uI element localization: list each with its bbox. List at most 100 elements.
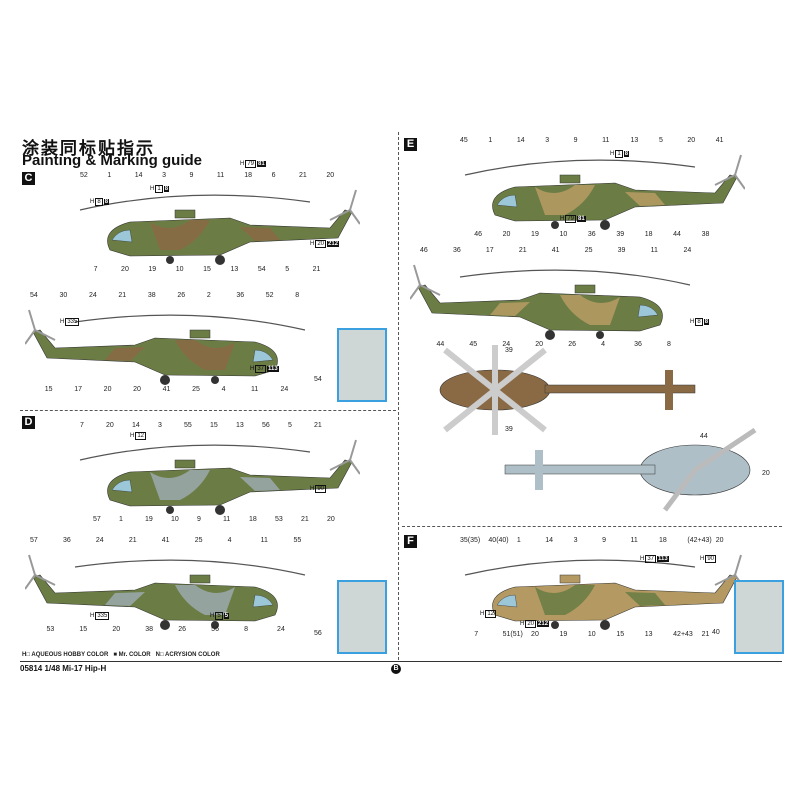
part-callout: 54 bbox=[257, 266, 266, 273]
detail-inset-d bbox=[337, 580, 387, 654]
part-callout: 57 bbox=[30, 537, 38, 544]
part-callout: 17 bbox=[485, 247, 494, 254]
part-callout: 20 bbox=[531, 631, 539, 638]
part-callout: 21 bbox=[118, 292, 127, 299]
part-callout: 3 bbox=[158, 422, 162, 429]
part-callout: 39 bbox=[617, 247, 626, 254]
part-callout: 20 bbox=[106, 422, 114, 429]
helicopter-c-left-side bbox=[70, 180, 361, 275]
part-callout: 3 bbox=[573, 537, 578, 544]
part-callout: 20 bbox=[762, 470, 770, 477]
part-callout: 42+43 bbox=[673, 631, 693, 638]
helicopter-e-right-side bbox=[409, 255, 700, 350]
part-callout: 44 bbox=[673, 231, 681, 238]
detail-inset-c bbox=[337, 328, 387, 402]
part-callout: 55 bbox=[293, 537, 302, 544]
part-callout: 39 bbox=[616, 231, 625, 238]
part-callout: 4 bbox=[227, 537, 232, 544]
footer-model-code: 05814 1/48 Mi-17 Hip-H bbox=[20, 664, 107, 673]
part-callout: 10 bbox=[171, 516, 179, 523]
part-callout: 11 bbox=[650, 247, 658, 254]
part-callout: 24 bbox=[95, 537, 104, 544]
part-callout: 20 bbox=[103, 386, 112, 393]
part-callout: (42+43) bbox=[687, 537, 712, 544]
part-callout: 13 bbox=[236, 422, 244, 429]
part-callout: 20 bbox=[326, 172, 335, 179]
detail-inset-f bbox=[734, 580, 784, 654]
footer-rule bbox=[20, 661, 782, 662]
helicopter-e-top-view bbox=[425, 345, 725, 440]
helicopter-d-right-side bbox=[24, 545, 315, 640]
part-callout: 7 bbox=[80, 422, 84, 429]
part-callout: 1 bbox=[516, 537, 521, 544]
part-callout: 11 bbox=[251, 386, 259, 393]
part-callout: 38 bbox=[145, 626, 154, 633]
part-callout: 11 bbox=[630, 537, 638, 544]
part-callout: 52 bbox=[265, 292, 274, 299]
part-callout: 18 bbox=[658, 537, 667, 544]
part-callout: 7 bbox=[474, 631, 479, 638]
part-callout: 56 bbox=[262, 422, 270, 429]
part-callout: 11 bbox=[216, 172, 225, 179]
title-chinese: 涂装同标贴指示 bbox=[22, 139, 155, 158]
part-callout: 20 bbox=[121, 266, 129, 273]
part-callout: 15 bbox=[44, 386, 53, 393]
part-callout: 14 bbox=[134, 172, 143, 179]
part-callout: 19 bbox=[531, 231, 539, 238]
part-callout: 15 bbox=[616, 631, 625, 638]
part-callout: 18 bbox=[249, 516, 257, 523]
part-callout: 9 bbox=[197, 516, 201, 523]
part-callout: 1 bbox=[119, 516, 123, 523]
part-callout: 24 bbox=[280, 386, 289, 393]
part-callout: 38 bbox=[701, 231, 710, 238]
part-callout: 20 bbox=[112, 626, 121, 633]
part-callout: 24 bbox=[88, 292, 97, 299]
part-callout: 9 bbox=[602, 537, 606, 544]
section-divider-left bbox=[20, 410, 396, 411]
part-callout: 45 bbox=[469, 341, 478, 348]
part-callout: 21 bbox=[128, 537, 137, 544]
part-callout: 53 bbox=[275, 516, 283, 523]
part-callout: 15 bbox=[79, 626, 88, 633]
detail-label-d: 56 bbox=[314, 630, 322, 637]
part-callout: 54 bbox=[30, 292, 38, 299]
helicopter-e-left-side bbox=[455, 145, 746, 240]
part-callout: 57 bbox=[93, 516, 101, 523]
part-callout: 19 bbox=[145, 516, 153, 523]
part-callout: 55 bbox=[184, 422, 192, 429]
section-letter-f: F bbox=[404, 535, 417, 548]
part-callout: 39 bbox=[505, 426, 513, 433]
part-callout: 21 bbox=[298, 172, 307, 179]
part-callout: 25 bbox=[192, 386, 200, 393]
section-letter-e: E bbox=[404, 138, 417, 151]
part-callout: 2 bbox=[206, 292, 211, 299]
part-callout: 3 bbox=[162, 172, 166, 179]
column-divider bbox=[398, 132, 399, 660]
part-callout: 21 bbox=[701, 631, 710, 638]
part-callout: 5 bbox=[285, 266, 290, 273]
part-callout: 14 bbox=[545, 537, 554, 544]
part-callout: 4 bbox=[221, 386, 226, 393]
part-callout: 53 bbox=[46, 626, 55, 633]
section-letter-c: C bbox=[22, 172, 35, 185]
part-callout: 3 bbox=[545, 137, 550, 144]
part-callout: 9 bbox=[573, 137, 578, 144]
part-callout: 41 bbox=[161, 537, 170, 544]
part-callout: 1 bbox=[488, 137, 493, 144]
part-callout: 20 bbox=[715, 537, 724, 544]
part-callout: 26 bbox=[568, 341, 577, 348]
part-callout: 21 bbox=[301, 516, 309, 523]
part-callout: 15 bbox=[203, 266, 211, 273]
part-callout: 56 bbox=[211, 626, 219, 633]
detail-label-f: 40 bbox=[712, 629, 720, 636]
